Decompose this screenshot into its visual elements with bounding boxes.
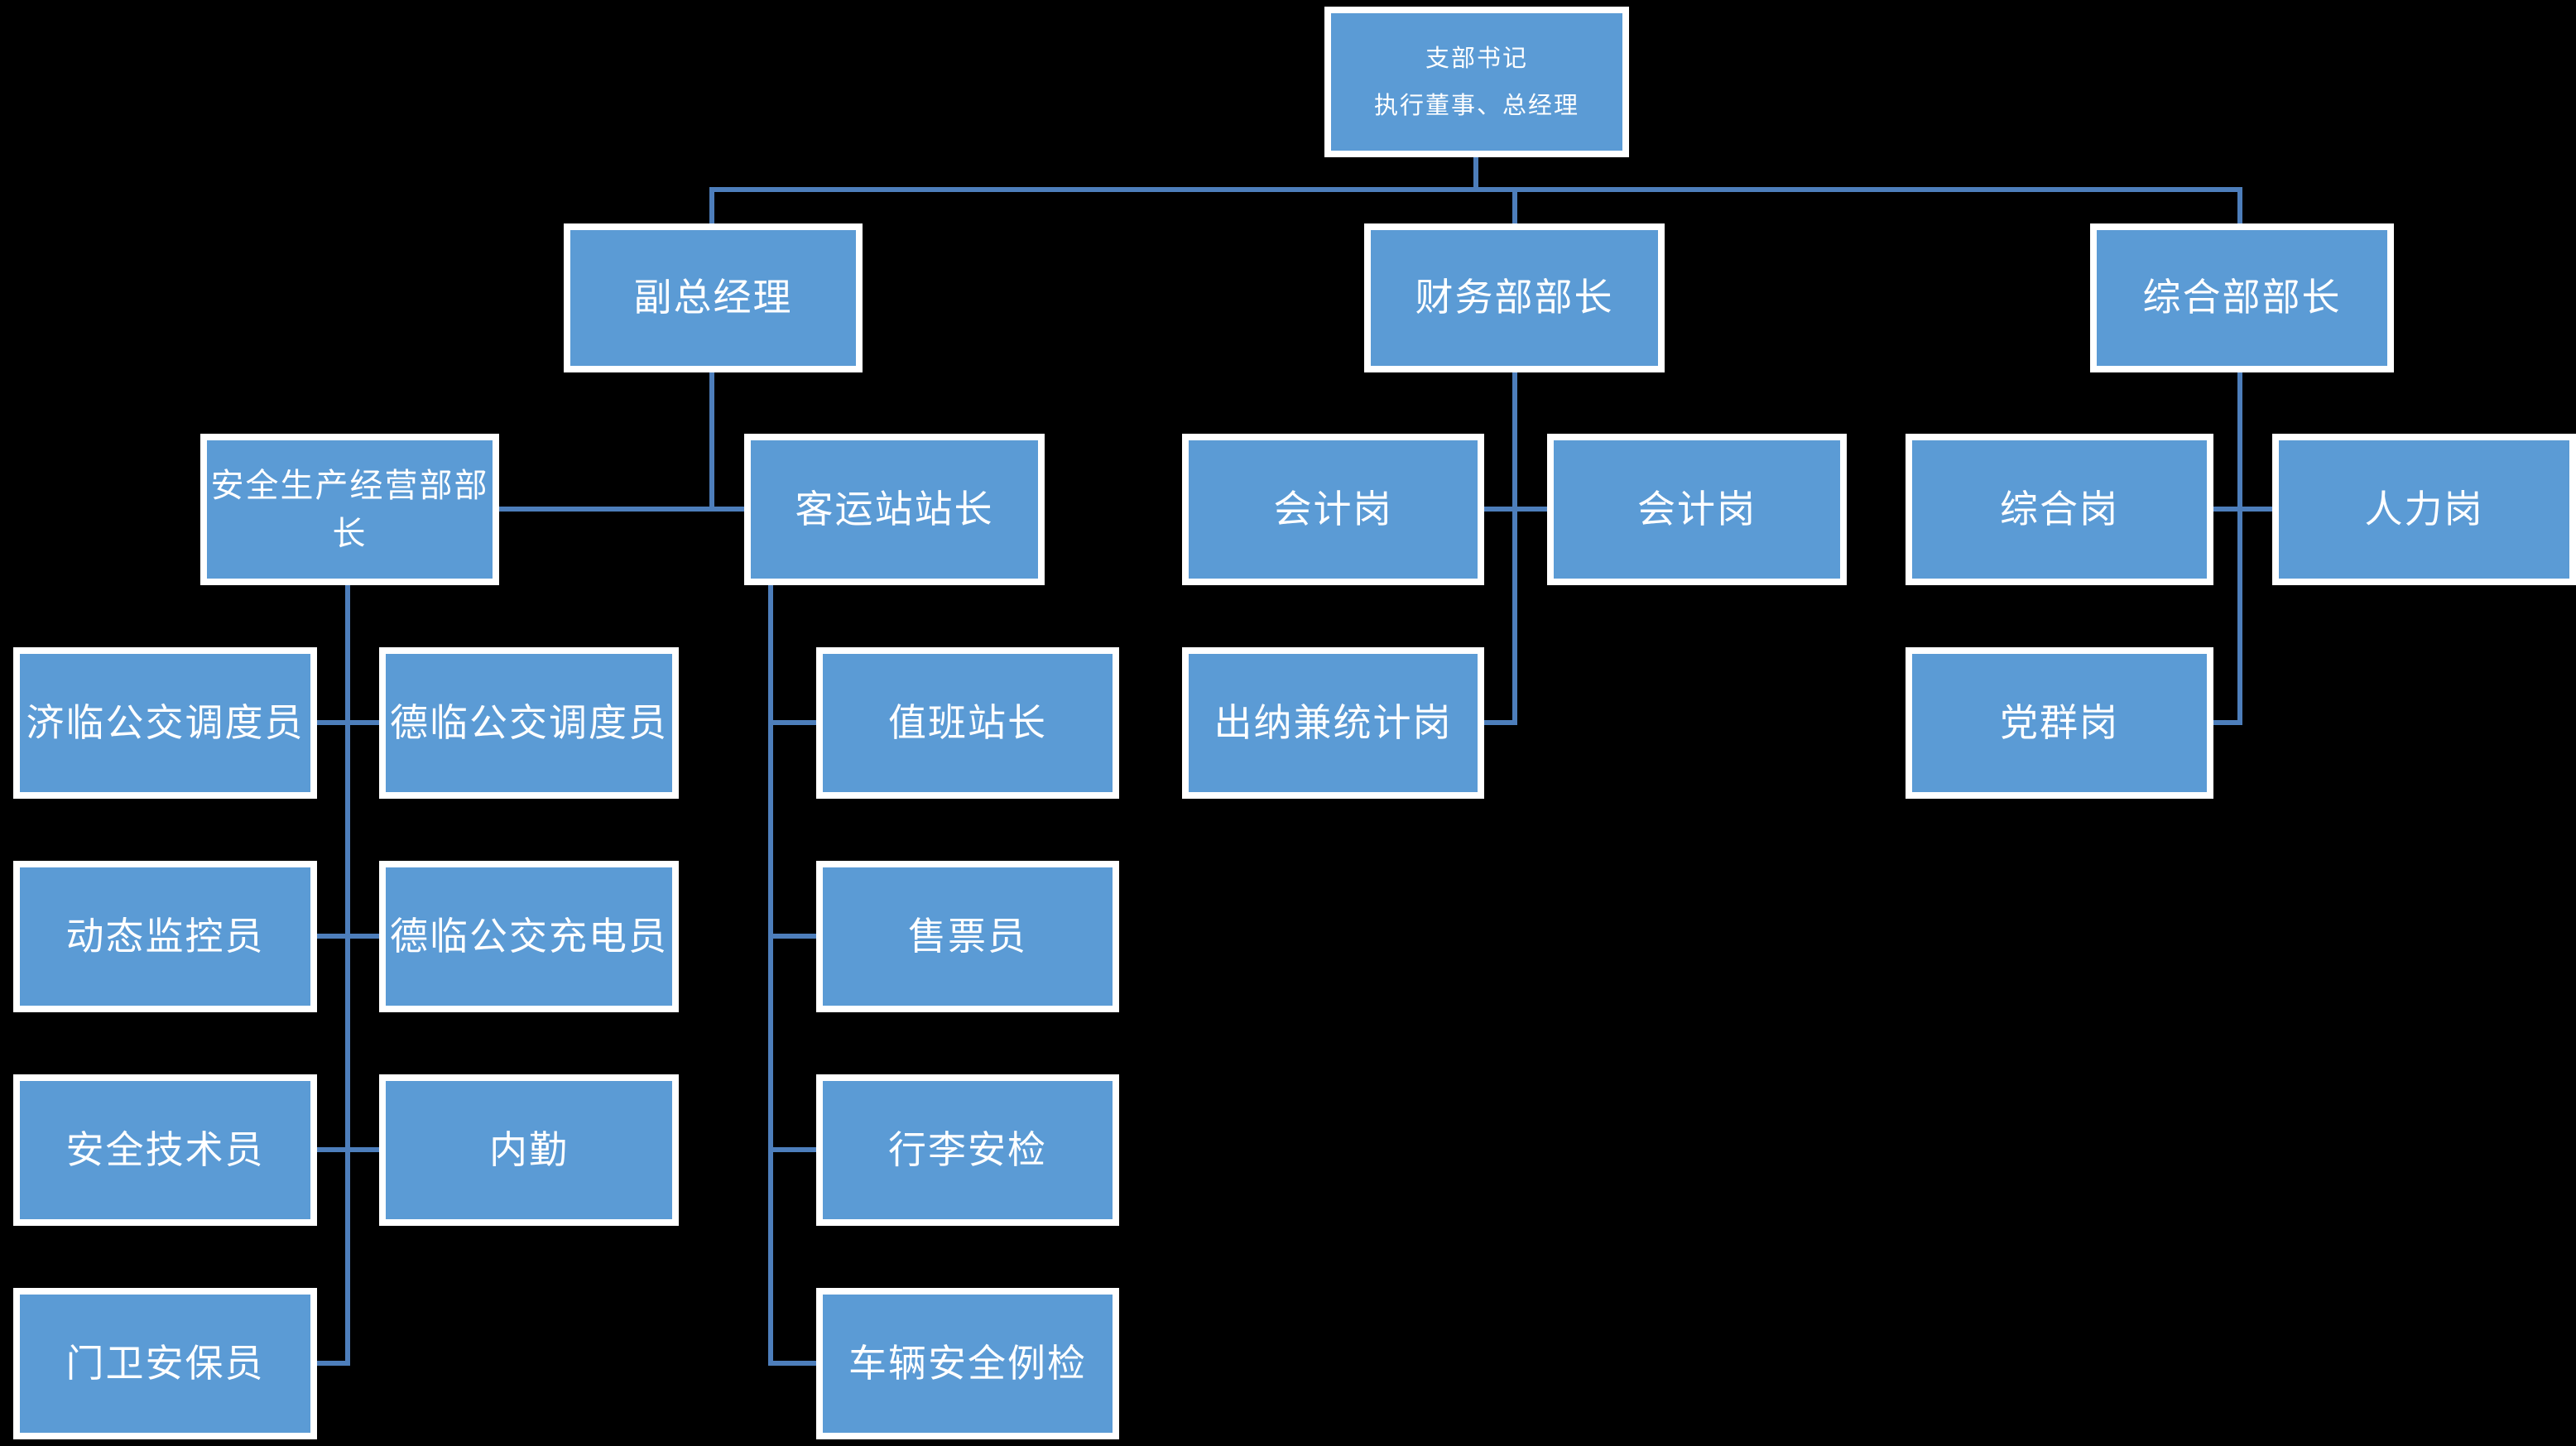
node-luggage-security[interactable]: 行李安检 — [816, 1074, 1119, 1226]
node-label: 综合部部长 — [2142, 275, 2342, 320]
connector-station-master-trunk — [768, 585, 773, 1366]
node-label: 车辆安全例检 — [848, 1340, 1087, 1386]
node-label: 会计岗 — [1637, 486, 1757, 531]
node-label: 门卫安保员 — [65, 1340, 265, 1386]
node-accountant-post-2[interactable]: 会计岗 — [1547, 434, 1847, 585]
node-label: 党群岗 — [2000, 699, 2119, 745]
node-label: 安全生产经营部部长 — [210, 466, 489, 553]
connector-luggage-security-stub — [770, 1147, 816, 1152]
connector-safety-ops-trunk — [345, 585, 350, 1366]
node-branch-secretary[interactable]: 支部书记 执行董事、总经理 — [1324, 7, 1629, 157]
connector-party-mass-stub — [2213, 720, 2242, 725]
node-safety-ops-dept-head[interactable]: 安全生产经营部部长 — [200, 434, 499, 585]
connector-vehicle-inspection-stub — [770, 1361, 816, 1366]
connector-dispatchers-cross — [317, 720, 379, 725]
node-label: 人力岗 — [2364, 486, 2484, 531]
node-label: 德临公交充电员 — [390, 913, 668, 958]
node-jilin-bus-dispatcher[interactable]: 济临公交调度员 — [13, 647, 317, 799]
connector-general-hr-cross — [2213, 507, 2272, 512]
connector-monitor-charger-cross — [317, 934, 379, 939]
node-label: 安全技术员 — [65, 1127, 265, 1172]
node-label: 内勤 — [489, 1127, 569, 1172]
node-duty-station-master[interactable]: 值班站长 — [816, 647, 1119, 799]
node-label: 执行董事、总经理 — [1373, 91, 1579, 119]
connector-gate-guard-stub — [317, 1361, 350, 1366]
connector-drop-general-head — [2237, 187, 2242, 223]
node-accountant-post-1[interactable]: 会计岗 — [1182, 434, 1484, 585]
connector-safety-station-rail — [499, 507, 744, 512]
node-delin-bus-dispatcher[interactable]: 德临公交调度员 — [379, 647, 679, 799]
connector-technician-clerk-cross — [317, 1147, 379, 1152]
node-label: 售票员 — [908, 913, 1027, 958]
node-label: 值班站长 — [888, 699, 1047, 745]
node-ticket-seller[interactable]: 售票员 — [816, 861, 1119, 1012]
node-vehicle-safety-inspection[interactable]: 车辆安全例检 — [816, 1288, 1119, 1439]
node-label: 支部书记 — [1425, 44, 1528, 73]
node-label: 会计岗 — [1273, 486, 1393, 531]
connector-duty-station-stub — [770, 720, 816, 725]
node-gate-guard[interactable]: 门卫安保员 — [13, 1288, 317, 1439]
node-label: 动态监控员 — [65, 913, 265, 958]
connector-accountants-cross — [1484, 507, 1547, 512]
node-finance-dept-head[interactable]: 财务部部长 — [1364, 223, 1665, 372]
connector-root-drop — [1473, 157, 1478, 192]
node-general-post[interactable]: 综合岗 — [1906, 434, 2213, 585]
node-label: 综合岗 — [2000, 486, 2119, 531]
connector-ticket-seller-stub — [770, 934, 816, 939]
node-cashier-statistics-post[interactable]: 出纳兼统计岗 — [1182, 647, 1484, 799]
node-hr-post[interactable]: 人力岗 — [2272, 434, 2576, 585]
connector-top-rail — [709, 187, 2242, 192]
connector-general-trunk — [2237, 372, 2242, 725]
node-label: 出纳兼统计岗 — [1214, 699, 1453, 745]
node-passenger-station-master[interactable]: 客运站站长 — [744, 434, 1045, 585]
node-office-clerk[interactable]: 内勤 — [379, 1074, 679, 1226]
node-safety-technician[interactable]: 安全技术员 — [13, 1074, 317, 1226]
node-label: 济临公交调度员 — [26, 699, 305, 745]
connector-drop-finance-head — [1512, 187, 1517, 223]
node-label: 德临公交调度员 — [390, 699, 668, 745]
node-label: 财务部部长 — [1415, 275, 1614, 320]
node-deputy-gm[interactable]: 副总经理 — [564, 223, 863, 372]
node-label: 客运站站长 — [795, 486, 994, 531]
connector-cashier-stub — [1484, 720, 1517, 725]
node-dynamic-monitor[interactable]: 动态监控员 — [13, 861, 317, 1012]
node-party-mass-post[interactable]: 党群岗 — [1906, 647, 2213, 799]
node-general-dept-head[interactable]: 综合部部长 — [2090, 223, 2394, 372]
node-label: 副总经理 — [633, 275, 793, 320]
connector-finance-trunk — [1512, 372, 1517, 725]
connector-drop-deputy-gm — [709, 187, 714, 223]
node-delin-bus-charger[interactable]: 德临公交充电员 — [379, 861, 679, 1012]
node-label: 行李安检 — [888, 1127, 1047, 1172]
connector-deputy-gm-down — [709, 372, 714, 512]
